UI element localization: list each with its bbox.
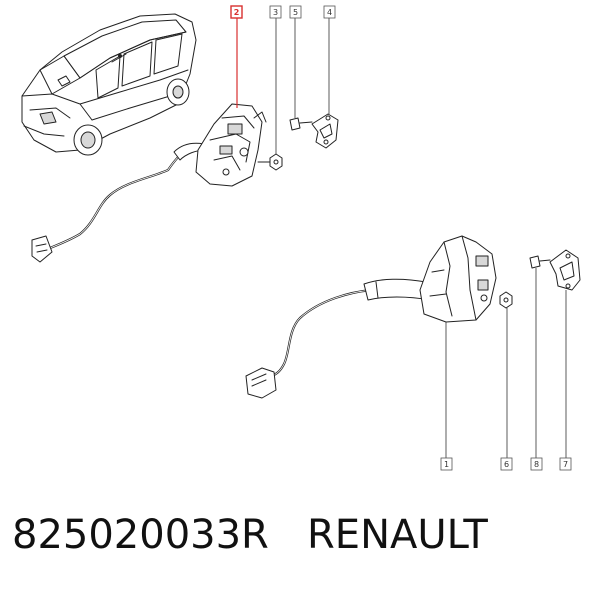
callout-1[interactable]: 1: [440, 457, 453, 471]
callout-3[interactable]: 3: [269, 5, 282, 19]
callout-5[interactable]: 5: [289, 5, 302, 19]
lower-lock-assembly: [245, 235, 581, 399]
svg-text:4: 4: [327, 8, 332, 17]
part-number: 825020033R: [12, 512, 269, 558]
parts-diagram: 2 3 5 4 1 6 8 7: [21, 5, 581, 471]
svg-text:8: 8: [534, 460, 539, 469]
svg-text:7: 7: [563, 460, 568, 469]
callout-6[interactable]: 6: [500, 457, 513, 471]
leader-lines: [236, 18, 567, 458]
svg-text:3: 3: [273, 8, 278, 17]
svg-text:2: 2: [234, 8, 240, 17]
car-illustration: [21, 13, 197, 156]
svg-text:5: 5: [293, 8, 298, 17]
callout-8[interactable]: 8: [530, 457, 543, 471]
callout-7[interactable]: 7: [559, 457, 572, 471]
brand-name: RENAULT: [307, 512, 488, 558]
svg-text:1: 1: [444, 460, 449, 469]
svg-text:6: 6: [504, 460, 509, 469]
callout-2[interactable]: 2: [230, 5, 243, 19]
callout-4[interactable]: 4: [323, 5, 336, 19]
part-caption: 825020033R RENAULT: [12, 512, 592, 558]
caption-gap: [269, 512, 307, 558]
upper-lock-assembly: [31, 103, 339, 263]
